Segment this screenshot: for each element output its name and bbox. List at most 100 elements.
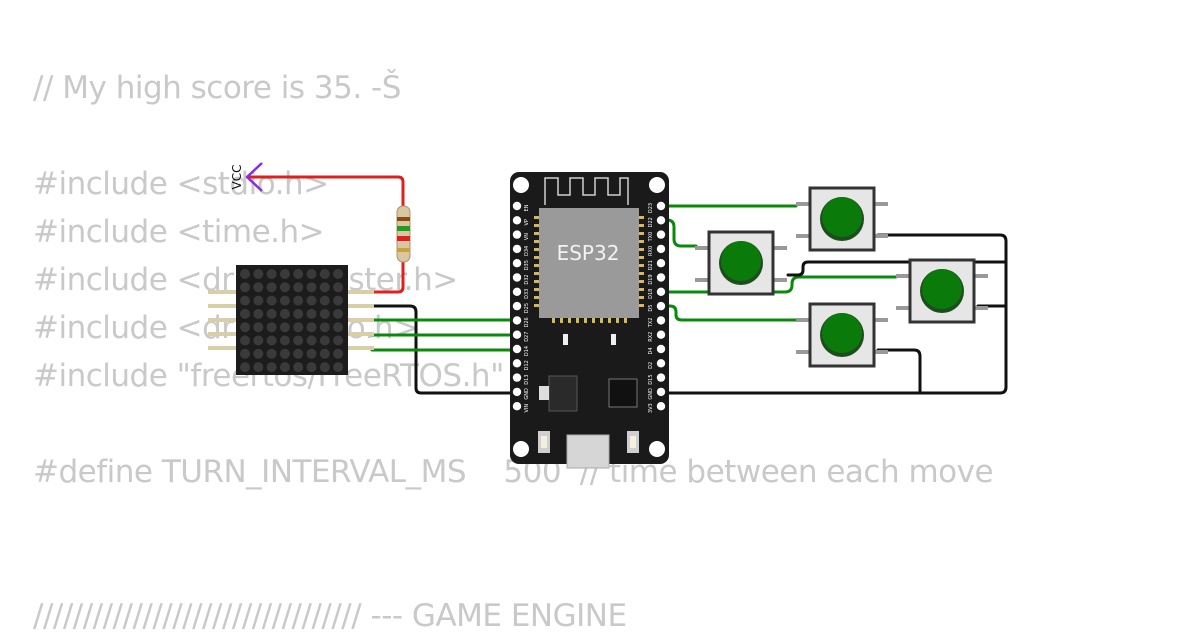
smd-component xyxy=(611,334,616,345)
esp32-board[interactable]: ESP32 ENVPVND34D35D32D33D25D26D27D14D12D… xyxy=(510,172,669,469)
header-pin[interactable] xyxy=(512,301,522,311)
push-button-bottom[interactable] xyxy=(796,302,888,368)
push-button-top[interactable] xyxy=(796,186,888,252)
mount-hole xyxy=(649,441,665,457)
header-pin[interactable] xyxy=(656,373,666,382)
resistor[interactable] xyxy=(396,205,411,263)
matrix-led xyxy=(279,295,290,306)
wire-gnd-button-bottom[interactable] xyxy=(876,348,922,395)
module-pad xyxy=(639,216,644,219)
matrix-pins xyxy=(208,290,374,350)
button-leg xyxy=(796,234,810,238)
pin-label: D21 xyxy=(648,260,654,270)
header-pin[interactable] xyxy=(512,373,522,382)
matrix-led xyxy=(279,282,290,293)
header-pin[interactable] xyxy=(656,359,666,368)
module-pad xyxy=(534,216,539,219)
matrix-led xyxy=(253,362,264,373)
matrix-led xyxy=(319,335,330,346)
button-leg xyxy=(773,278,787,282)
matrix-led xyxy=(266,295,277,306)
header-pin[interactable] xyxy=(512,287,522,296)
matrix-led xyxy=(319,282,330,293)
module-pad xyxy=(639,288,644,291)
matrix-led xyxy=(306,282,317,293)
header-pin[interactable] xyxy=(656,273,666,282)
matrix-led xyxy=(253,295,264,306)
header-pin[interactable] xyxy=(512,344,522,354)
header-pin[interactable] xyxy=(512,330,522,339)
matrix-led xyxy=(240,322,250,333)
header-pin[interactable] xyxy=(512,230,522,239)
header-pin[interactable] xyxy=(656,344,666,354)
wire-vcc-resistor[interactable] xyxy=(246,175,405,208)
module-pad xyxy=(534,264,539,267)
pin-label: D5 xyxy=(648,305,654,312)
antenna-trace xyxy=(544,177,629,205)
module-pad xyxy=(552,318,555,323)
header-pin[interactable] xyxy=(512,244,522,254)
matrix-led xyxy=(279,362,290,373)
matrix-led xyxy=(306,269,317,279)
header-pin[interactable] xyxy=(656,287,666,296)
module-pad xyxy=(639,304,644,307)
button-leg xyxy=(974,274,988,278)
header-pin[interactable] xyxy=(512,387,522,397)
wire-d18-button-right[interactable] xyxy=(658,275,898,294)
matrix-led xyxy=(240,282,250,293)
button-leg xyxy=(695,246,709,250)
module-pad xyxy=(534,232,539,235)
header-pin[interactable] xyxy=(656,230,666,239)
header-pin[interactable] xyxy=(512,273,522,282)
pin-label: D13 xyxy=(524,374,530,384)
header-pin[interactable] xyxy=(656,387,666,397)
header-pin[interactable] xyxy=(512,201,522,211)
header-pin[interactable] xyxy=(512,259,522,268)
header-pin[interactable] xyxy=(656,244,666,254)
wire-gnd-button-left[interactable] xyxy=(786,260,1008,277)
module-pad xyxy=(534,272,539,275)
wire-d22-button-left[interactable] xyxy=(658,218,698,248)
header-pin[interactable] xyxy=(512,216,522,225)
header-pin[interactable] xyxy=(656,316,666,325)
push-button-right[interactable] xyxy=(896,258,988,324)
pin-label: 3V3 xyxy=(648,403,654,413)
header-pin[interactable] xyxy=(656,402,666,411)
header-pin[interactable] xyxy=(656,201,666,211)
header-pin[interactable] xyxy=(512,402,522,411)
matrix-led xyxy=(333,362,344,373)
matrix-led xyxy=(279,269,290,279)
header-pin[interactable] xyxy=(512,316,522,325)
usb-port[interactable] xyxy=(566,434,610,469)
module-pad xyxy=(568,318,571,323)
header-pin[interactable] xyxy=(656,301,666,311)
header-pin[interactable] xyxy=(512,359,522,368)
button-leg xyxy=(874,350,888,354)
matrix-led xyxy=(266,348,277,359)
header-pin[interactable] xyxy=(656,216,666,225)
header-pin[interactable] xyxy=(656,259,666,268)
matrix-led xyxy=(240,362,250,373)
wire-gnd-bus[interactable] xyxy=(658,233,1008,395)
module-pad xyxy=(639,272,644,275)
push-button-left[interactable] xyxy=(695,230,787,296)
mount-hole xyxy=(513,441,529,457)
wire-resistor-matrix[interactable] xyxy=(370,260,405,294)
pin-label: D19 xyxy=(648,274,654,284)
vcc-label: VCC xyxy=(230,165,244,190)
module-pad xyxy=(534,224,539,227)
pin-label: D15 xyxy=(648,374,654,384)
mount-hole xyxy=(649,177,665,193)
led-matrix[interactable] xyxy=(208,265,374,375)
button-leg xyxy=(796,202,810,206)
module-pad xyxy=(639,256,644,259)
button-leg xyxy=(896,306,910,310)
pin-label: D35 xyxy=(524,260,530,270)
wire-d5-button-bottom[interactable] xyxy=(658,304,798,322)
header-pin[interactable] xyxy=(656,330,666,339)
pin-label: D23 xyxy=(648,203,654,213)
matrix-led xyxy=(319,295,330,306)
matrix-led xyxy=(333,269,344,279)
matrix-led xyxy=(279,322,290,333)
